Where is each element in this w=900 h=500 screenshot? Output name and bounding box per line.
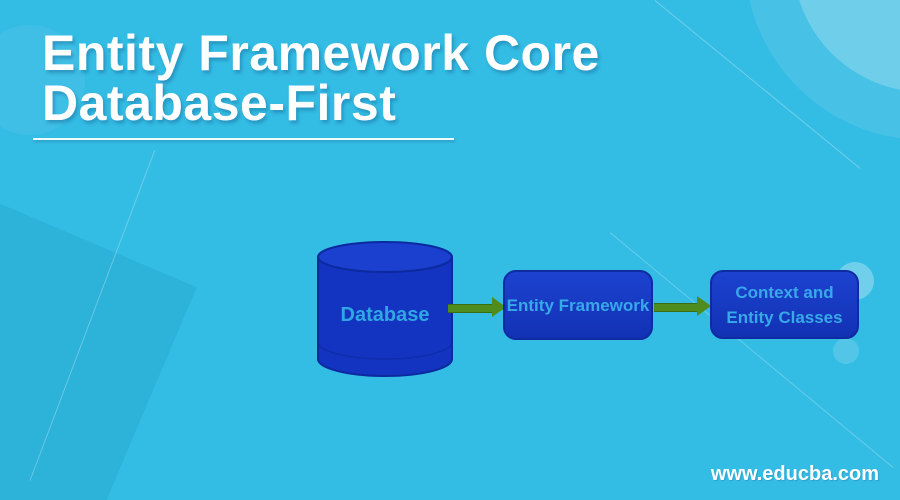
diagonal-line-decoration [29, 150, 156, 481]
rotated-square-decoration [0, 162, 197, 500]
corner-circle-inner-decoration [793, 0, 900, 92]
context-node-label-line1: Context and [735, 282, 834, 302]
title-underline [33, 138, 454, 140]
page-title: Entity Framework Core Database-First [42, 28, 600, 128]
context-node-label-line2: Entity Classes [726, 307, 843, 327]
database-cylinder-node: Database [316, 240, 454, 378]
diagonal-line-top-decoration [654, 0, 861, 169]
entity-framework-node: Entity Framework [503, 270, 653, 340]
arrow-head-icon [492, 297, 506, 317]
cylinder-shape [317, 241, 453, 377]
page-title-line2: Database-First [42, 75, 397, 131]
watermark-url: www.educba.com [710, 463, 879, 485]
page-title-line1: Entity Framework Core [42, 25, 600, 81]
arrow-shaft [448, 304, 494, 313]
dot-decoration-small [833, 338, 859, 364]
corner-circle-outer-decoration [745, 0, 900, 140]
database-node-label: Database [340, 303, 430, 326]
arrow-head-icon [697, 296, 711, 316]
arrow-shaft [654, 303, 699, 312]
entity-framework-node-label: Entity Framework [506, 295, 650, 315]
context-entity-classes-node: Context and Entity Classes [710, 270, 859, 339]
diagonal-line-middle-decoration [609, 232, 894, 468]
